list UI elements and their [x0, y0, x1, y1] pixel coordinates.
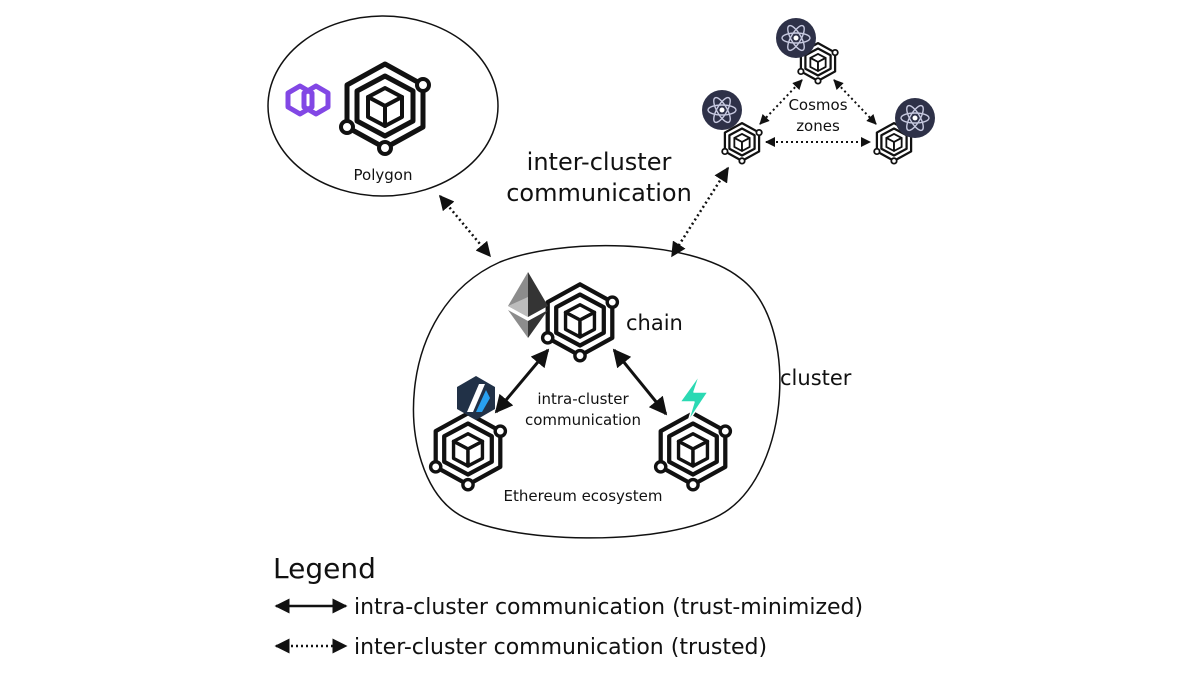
legend: Legend intra-cluster communication (trus… — [273, 552, 863, 660]
cosmos-atom-icon — [894, 97, 936, 139]
cosmos-chain-left — [721, 121, 763, 165]
intra-cluster-arrow-left — [494, 348, 550, 414]
polygon-cluster-boundary — [267, 15, 499, 197]
arbitrum-logo-icon — [457, 376, 495, 420]
cosmos-label-line1: Cosmos — [788, 96, 847, 114]
legend-inter-label: inter-cluster communication (trusted) — [354, 635, 767, 660]
inter-cluster-label-line2: communication — [506, 179, 692, 207]
ethereum-cluster-boundary — [412, 244, 781, 539]
lightning-logo-icon — [679, 373, 709, 423]
ethereum-chain-icon — [543, 284, 618, 361]
polygon-label: Polygon — [354, 166, 413, 184]
polygon-cluster: Polygon — [267, 15, 499, 197]
inter-cluster-arrow-cosmos — [670, 166, 730, 258]
intra-cluster-arrow-right — [612, 348, 668, 416]
ethereum-ecosystem-label: Ethereum ecosystem — [504, 487, 663, 505]
legend-intra-label: intra-cluster communication (trust-minim… — [354, 595, 863, 620]
cosmos-link-top-left — [759, 79, 803, 125]
intra-cluster-label-line1: intra-cluster — [537, 390, 629, 408]
inter-cluster-arrow-polygon — [439, 194, 491, 258]
cosmos-atom-icon — [775, 17, 817, 59]
lightning-chain-icon — [656, 413, 731, 490]
legend-title: Legend — [273, 552, 376, 585]
polygon-chain-icon — [341, 64, 429, 154]
cluster-label: cluster — [780, 366, 852, 390]
ethereum-logo-icon — [508, 272, 548, 338]
ethereum-cluster: chain intra-cluster communication Ethere… — [412, 244, 781, 539]
cosmos-label-line2: zones — [796, 117, 840, 135]
cosmos-zones: Cosmos zones — [701, 17, 936, 165]
intra-cluster-label-line2: communication — [525, 411, 641, 429]
cosmos-link-top-right — [833, 79, 877, 125]
chain-label: chain — [626, 311, 683, 335]
cosmos-atom-icon — [701, 89, 743, 131]
arbitrum-chain-icon — [431, 413, 506, 490]
inter-cluster-label-line1: inter-cluster — [527, 148, 672, 176]
polygon-logo-icon — [285, 83, 331, 117]
